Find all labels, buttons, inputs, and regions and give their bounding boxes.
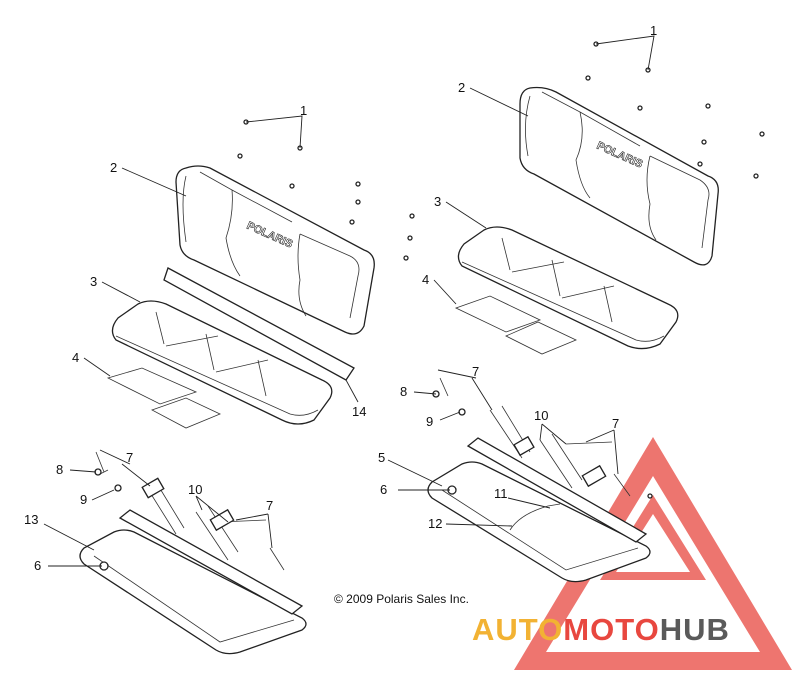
callout-left-7a: 7 — [126, 450, 133, 465]
left-belt-anchor-1 — [141, 477, 165, 499]
right-seat-cushion — [457, 226, 679, 350]
left-backrest — [175, 165, 375, 335]
callout-right-3: 3 — [434, 194, 441, 209]
callout-right-2: 2 — [458, 80, 465, 95]
watermark-moto: MOTO — [563, 612, 659, 647]
left-nut-9 — [114, 484, 122, 492]
right-belt-anchor-2 — [581, 464, 607, 488]
callout-left-13: 13 — [24, 512, 38, 527]
callout-right-6: 6 — [380, 482, 387, 497]
right-seat-belt-buckle-2 — [539, 433, 631, 497]
callout-left-9: 9 — [80, 492, 87, 507]
left-seat-belt-buckle-2 — [195, 505, 285, 571]
callout-right-8: 8 — [400, 384, 407, 399]
callout-right-9: 9 — [426, 414, 433, 429]
callout-right-10: 10 — [534, 408, 548, 423]
right-seat-base — [427, 461, 651, 583]
left-foam-pad-1 — [106, 367, 198, 405]
left-foam-pad-2 — [151, 397, 221, 429]
left-seat-assembly: POLARIS — [79, 119, 415, 655]
callout-right-1: 1 — [650, 23, 657, 38]
left-seat-base — [79, 529, 307, 655]
callout-right-7a: 7 — [472, 364, 479, 379]
right-foam-pad-2 — [505, 321, 577, 355]
watermark-hub: HUB — [660, 612, 730, 647]
callout-left-2: 2 — [110, 160, 117, 175]
right-foam-pad-1 — [454, 295, 542, 333]
callout-right-7b: 7 — [612, 416, 619, 431]
left-seat-belt-buckle-1 — [95, 451, 185, 535]
callout-labels: 1 2 3 4 14 8 9 7 10 7 13 6 1 2 3 4 8 9 7… — [24, 23, 657, 573]
watermark-auto: AUTO — [472, 612, 563, 647]
callout-left-7b: 7 — [266, 498, 273, 513]
right-seat-assembly: POLARIS — [427, 41, 765, 583]
callout-left-14: 14 — [352, 404, 366, 419]
callout-left-3: 3 — [90, 274, 97, 289]
leader-lines — [43, 35, 655, 567]
callout-left-1: 1 — [300, 103, 307, 118]
left-belt-anchor-2 — [209, 508, 235, 532]
callout-left-6: 6 — [34, 558, 41, 573]
callout-right-5: 5 — [378, 450, 385, 465]
right-screws — [585, 41, 765, 499]
watermark-logo: AUTOMOTOHUB — [472, 612, 730, 647]
callout-left-8: 8 — [56, 462, 63, 477]
left-seat-cushion — [111, 300, 333, 425]
copyright-notice: © 2009 Polaris Sales Inc. — [334, 592, 469, 606]
callout-left-10: 10 — [188, 482, 202, 497]
callout-right-12: 12 — [428, 516, 442, 531]
right-belt-anchor-1 — [513, 435, 535, 457]
callout-right-11: 11 — [494, 486, 508, 501]
callout-left-4: 4 — [72, 350, 79, 365]
right-base-rail — [466, 437, 648, 543]
callout-right-4: 4 — [422, 272, 429, 287]
left-base-rail — [118, 509, 304, 615]
right-backrest — [519, 86, 719, 266]
right-wire-harness — [509, 503, 561, 531]
